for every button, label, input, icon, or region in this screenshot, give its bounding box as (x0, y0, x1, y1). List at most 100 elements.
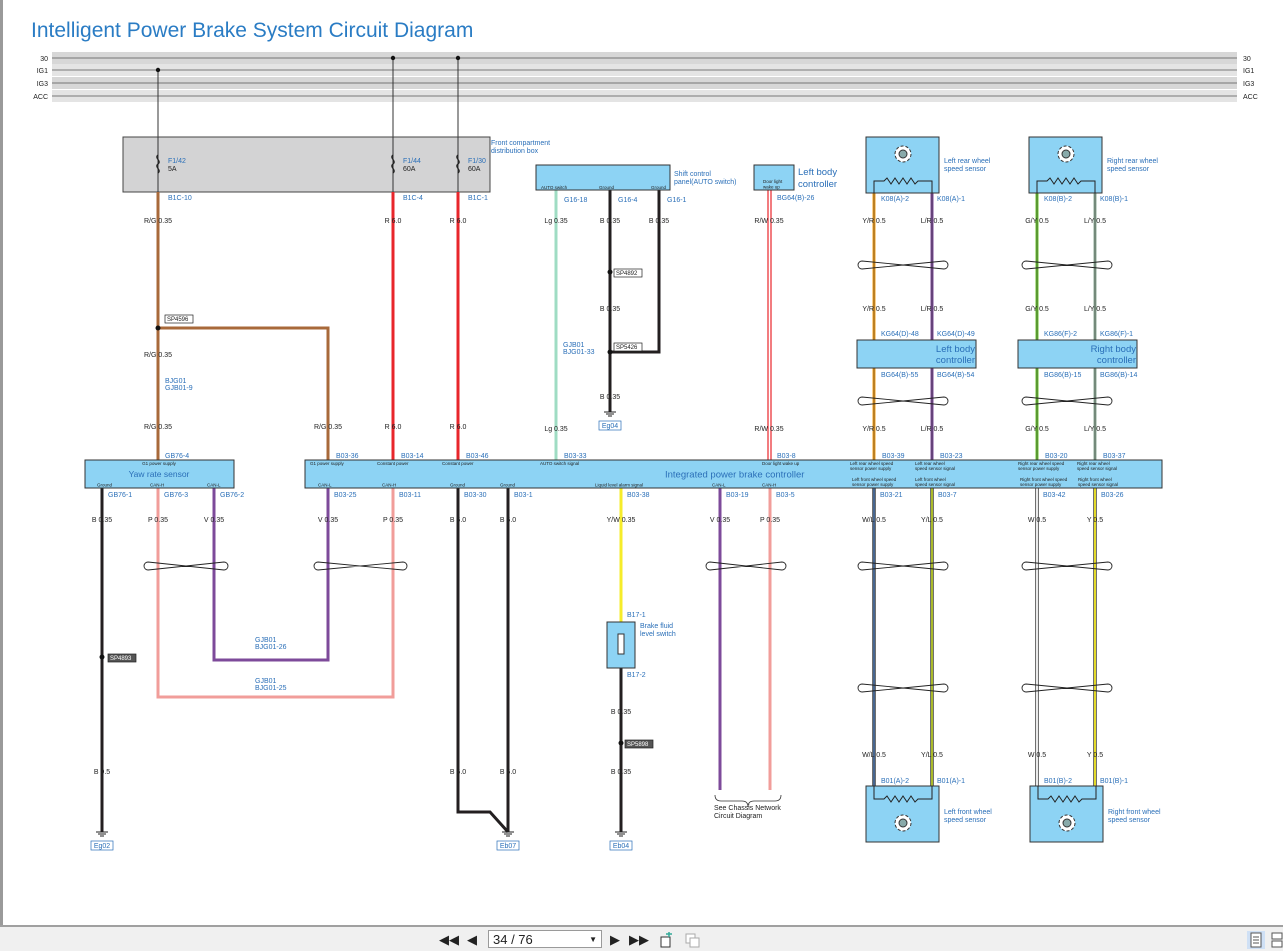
previous-page-icon[interactable]: ◀ (467, 932, 477, 947)
twisted-pair-icon (1021, 260, 1113, 270)
ground-icon (502, 831, 514, 837)
wire-label: V 0.35 (710, 517, 730, 524)
connector-label: KG86(F)-2 (1044, 331, 1077, 338)
connector-label: B03-11 (399, 492, 421, 499)
wire-label: W/L 0.5 (862, 752, 886, 759)
connector-label: B17-1 (627, 612, 646, 619)
fuse-icon (156, 154, 160, 174)
connector-label: KG64(D)-48 (881, 331, 919, 338)
pin-label: Ground (97, 483, 113, 488)
fuse-icon (391, 154, 395, 174)
wire-label: W 0.5 (1028, 517, 1046, 524)
sensor-label: Left rear wheel (944, 158, 991, 165)
sensor-label: speed sensor (1108, 817, 1151, 824)
pin-label: CAN-H (382, 483, 396, 488)
connector-label: B01(A)-2 (881, 778, 909, 785)
wire-label: B 6.0 (450, 517, 466, 524)
left-front-wheel-speed-sensor (865, 785, 940, 843)
rail-label-left: IG1 (37, 68, 48, 75)
fuse-rating: 60A (403, 166, 416, 173)
inline-connector-label: BJG01 (165, 378, 187, 385)
connector-label: B03-23 (940, 453, 963, 460)
twisted-pair-icon (143, 561, 229, 571)
wire-label: B 0.35 (611, 769, 631, 776)
ground-label: Eg02 (94, 843, 110, 850)
wire-label: B 0.35 (600, 218, 620, 225)
next-page-icon[interactable]: ▶ (610, 932, 620, 947)
gear-hub (898, 149, 908, 159)
sensor-label: Right front wheel (1108, 809, 1161, 816)
connector-label: K08(B)-2 (1044, 196, 1072, 203)
previous-view-icon[interactable] (658, 931, 674, 949)
continuous-view-icon[interactable] (1271, 931, 1283, 949)
connector-label: BG64(B)-55 (881, 372, 918, 379)
splice-label: SP4892 (616, 271, 638, 277)
twisted-pair-icon (857, 260, 949, 270)
first-page-icon[interactable]: ◀◀ (439, 932, 459, 947)
component-label: Left body (936, 344, 975, 355)
fuse-id: F1/30 (468, 158, 486, 165)
rail-label-right: ACC (1243, 94, 1258, 101)
pin-label: G1 power supply (142, 461, 177, 466)
connector-label: B01(B)-2 (1044, 778, 1072, 785)
page-number-input[interactable]: 34 / 76▼ (488, 930, 602, 948)
resistor-icon (873, 786, 933, 803)
rail-label-right: IG1 (1243, 68, 1254, 75)
pin-label: Door light (763, 179, 783, 184)
connector-label: KG64(D)-49 (937, 331, 975, 338)
pin-label: CAN-L (712, 483, 726, 488)
rail-label-right: IG3 (1243, 81, 1254, 88)
wire-label: B 0.35 (92, 517, 112, 524)
pin-label: AUTO switch (541, 185, 568, 190)
pin-label: CAN-H (150, 483, 164, 488)
resistor-icon (1036, 177, 1096, 193)
single-page-view-icon[interactable] (1247, 931, 1265, 949)
wire-b (610, 190, 661, 354)
connector-label: B03-14 (401, 453, 424, 460)
splice-dot (607, 349, 613, 355)
twisted-pair-icon (857, 683, 949, 693)
pin-label: wake up (763, 185, 780, 190)
gear-hub (898, 818, 908, 828)
wire-label: L/Y 0.5 (1084, 306, 1106, 313)
dropdown-arrow-icon[interactable]: ▼ (589, 935, 597, 944)
wire-label: B 6.0 (500, 769, 516, 776)
wire-label: Y/R 0.5 (862, 218, 885, 225)
connector-label: B03-8 (777, 453, 796, 460)
wire-label: B 0.35 (649, 218, 669, 225)
wire-label: B 0.35 (600, 394, 620, 401)
pin-label: Liquid level alarm signal (595, 483, 643, 488)
connector-label: GB76-2 (220, 492, 244, 499)
connector-label: B03-33 (564, 453, 587, 460)
connector-label: B01(A)-1 (937, 778, 965, 785)
wire-label: R 6.0 (450, 424, 467, 431)
right-front-wheel-speed-sensor (1029, 785, 1104, 843)
wire-label: Y 0.5 (1087, 752, 1103, 759)
ground-label-box (496, 840, 520, 851)
wire-label: L/R 0.5 (921, 218, 944, 225)
ground-label-box (609, 840, 633, 851)
connector-label: B03-42 (1043, 492, 1066, 499)
twisted-pair-icon (705, 561, 787, 571)
wire-label: R/G 0.35 (314, 424, 342, 431)
last-page-icon[interactable]: ▶▶ (629, 932, 649, 947)
connector-label: KG86(F)-1 (1100, 331, 1133, 338)
brace (714, 794, 782, 808)
wire-label: R/W 0.35 (754, 426, 783, 433)
ground-label-box (90, 840, 114, 851)
splice-label: SP5898 (627, 742, 649, 748)
inline-connector-label: GJB01 (563, 342, 585, 349)
splice-dot (607, 269, 613, 275)
next-view-icon[interactable] (684, 931, 700, 949)
gear-hub (1061, 149, 1071, 159)
wire-label: P 0.35 (383, 517, 403, 524)
switch-icon (617, 633, 625, 655)
pin-label: Right front wheel speed sensor power sup… (1020, 477, 1069, 487)
sensor-label: Left front wheel (944, 809, 992, 816)
connector-label: B03-38 (627, 492, 650, 499)
ground-icon (604, 411, 616, 417)
splice-label-box (624, 739, 654, 749)
component-label: Left body (798, 167, 837, 178)
twisted-pair-icon (1021, 396, 1113, 406)
